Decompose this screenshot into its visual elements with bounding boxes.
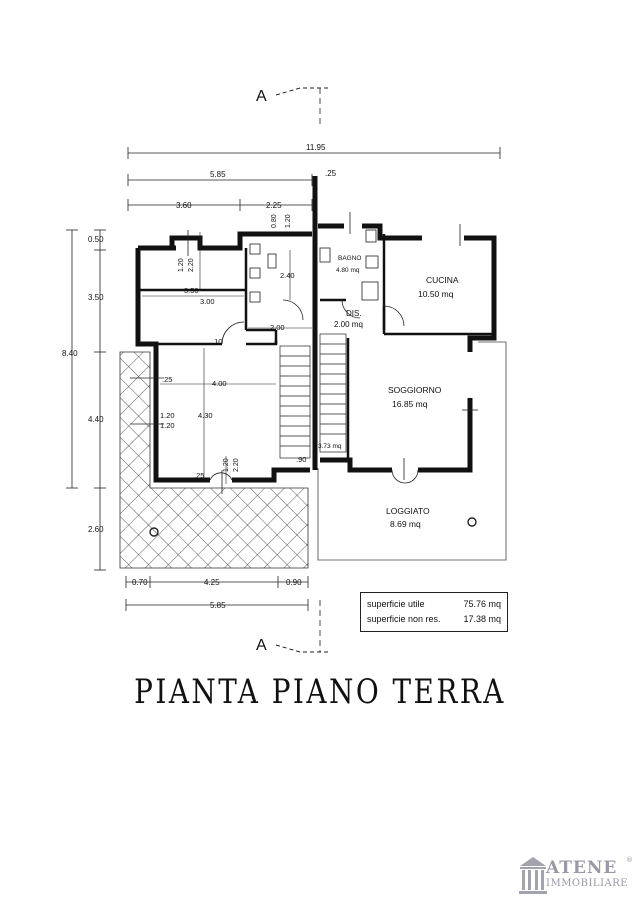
room-loggiato-area: 8.69 mq bbox=[390, 519, 421, 529]
window-markers bbox=[130, 212, 478, 494]
dim-inner-025-a: .25 bbox=[162, 375, 172, 384]
room-soggiorno-area: 16.85 mq bbox=[392, 399, 428, 409]
section-marker-bottom: A bbox=[256, 600, 330, 654]
temple-icon bbox=[519, 857, 547, 894]
dim-inner-010: .10 bbox=[212, 337, 222, 346]
dim-inner-090: .90 bbox=[296, 455, 306, 464]
room-stair-area: 3.73 mq bbox=[318, 443, 342, 450]
dim-left-wing-width-bottom: 5.85 bbox=[210, 601, 226, 610]
dim-height-1: 3.50 bbox=[88, 293, 104, 302]
bathroom-fixtures bbox=[249, 229, 379, 303]
logo-name: ATENE bbox=[546, 858, 618, 878]
section-label-top: A bbox=[256, 88, 267, 105]
bottom-dimensions bbox=[125, 576, 309, 611]
dim-inner-120-b: 1.20 bbox=[178, 258, 185, 272]
dim-inner-300: 3.00 bbox=[200, 297, 215, 306]
surface-summary-box: superficie utile 75.76 mq superficie non… bbox=[360, 592, 508, 632]
atene-logo: ATENE ® IMMOBILIARE bbox=[518, 848, 634, 900]
dim-total-width: 11.95 bbox=[306, 143, 326, 152]
left-dimensions bbox=[66, 229, 106, 571]
dim-height-3: 2.60 bbox=[88, 525, 104, 534]
room-dis-area: 2.00 mq bbox=[334, 320, 363, 329]
exterior-walls bbox=[135, 176, 497, 483]
dim-room-width-left: 3.60 bbox=[176, 201, 192, 210]
dim-total-height: 8.40 bbox=[62, 349, 78, 358]
inner-dimension-lines bbox=[142, 232, 312, 484]
column-marker-right bbox=[467, 517, 477, 527]
dim-inner-400: 4.00 bbox=[212, 379, 227, 388]
loggiato-outline bbox=[317, 341, 507, 561]
dim-bottom-left: 0.70 bbox=[132, 578, 148, 587]
dim-room-width-mid: 2.25 bbox=[266, 201, 282, 210]
dim-bottom-right: 0.90 bbox=[286, 578, 302, 587]
room-dis-name: DIS. bbox=[346, 309, 362, 318]
logo-subtitle: IMMOBILIARE bbox=[546, 878, 629, 889]
summary-row-nonres: superficie non res. 17.38 mq bbox=[367, 613, 501, 625]
section-label-bottom: A bbox=[256, 637, 267, 654]
stairs-left bbox=[279, 345, 311, 459]
dim-wall-thickness: .25 bbox=[325, 169, 337, 178]
dim-inner-350: 3.50 bbox=[184, 286, 199, 295]
summary-utile-label: superficie utile bbox=[367, 599, 425, 609]
room-cucina-area: 10.50 mq bbox=[418, 289, 454, 299]
terrace-hatch bbox=[119, 351, 309, 569]
room-bagno-name: BAGNO bbox=[338, 255, 361, 262]
room-soggiorno-name: SOGGIORNO bbox=[388, 385, 442, 395]
logo-registered: ® bbox=[626, 856, 633, 864]
room-cucina-name: CUCINA bbox=[426, 275, 459, 285]
interior-walls bbox=[138, 234, 494, 460]
top-dimensions bbox=[127, 147, 501, 211]
dim-bottom-mid: 4.25 bbox=[204, 578, 220, 587]
stairs-right bbox=[319, 333, 347, 453]
dim-inner-200: 2.00 bbox=[270, 323, 285, 332]
dim-inner-120-d: 1.20 bbox=[160, 421, 175, 430]
section-marker-top: A bbox=[256, 87, 330, 128]
dim-inner-220-a: 2.20 bbox=[188, 258, 195, 272]
dim-left-wing-width: 5.85 bbox=[210, 170, 226, 179]
dim-inner-120-a: 1.20 bbox=[285, 214, 292, 228]
door-swings bbox=[209, 299, 419, 484]
dim-inner-120-e: 1.20 bbox=[223, 458, 230, 472]
plan-title: PIANTA PIANO TERRA bbox=[134, 672, 506, 712]
room-loggiato-name: LOGGIATO bbox=[386, 506, 430, 516]
dim-inner-430: 4.30 bbox=[198, 411, 213, 420]
dim-height-2: 4.40 bbox=[88, 415, 104, 424]
column-marker-left bbox=[149, 527, 159, 537]
dim-height-top: 0.50 bbox=[88, 235, 104, 244]
dim-inner-080: 0.80 bbox=[271, 214, 278, 228]
dim-inner-220-b: 2.20 bbox=[233, 458, 240, 472]
room-bagno-area: 4.80 mq bbox=[336, 267, 360, 274]
summary-nonres-value: 17.38 mq bbox=[463, 614, 501, 624]
dim-inner-120-c: 1.20 bbox=[160, 411, 175, 420]
summary-row-utile: superficie utile 75.76 mq bbox=[367, 598, 501, 610]
dim-inner-240: 2.40 bbox=[280, 271, 295, 280]
summary-nonres-label: superficie non res. bbox=[367, 614, 441, 624]
summary-utile-value: 75.76 mq bbox=[463, 599, 501, 609]
dim-inner-025-b: .25 bbox=[194, 471, 204, 480]
